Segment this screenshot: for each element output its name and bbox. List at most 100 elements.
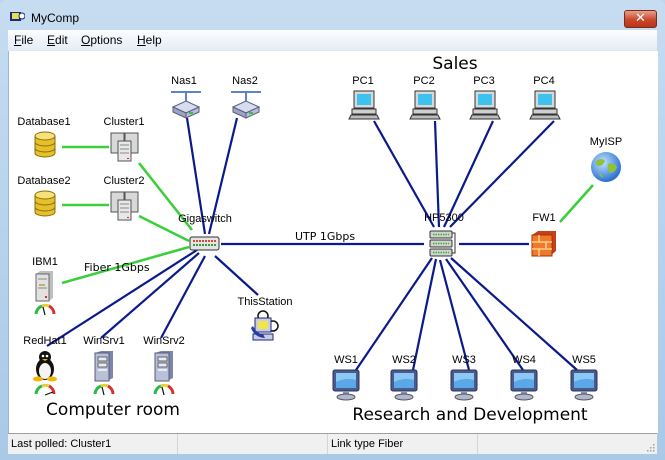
- node-label-redhat1: RedHat1: [23, 335, 67, 347]
- menu-options-label: ptions: [90, 33, 123, 47]
- nas-icon[interactable]: [169, 89, 203, 121]
- menu-edit-label: dit: [55, 33, 68, 47]
- menu-edit[interactable]: Edit: [47, 33, 68, 47]
- link-gigaswitch-winsrv1: [100, 252, 200, 339]
- node-label-cluster1: Cluster1: [103, 116, 145, 128]
- node-label-ws4: WS4: [512, 354, 536, 366]
- node-label-hp5300: HP5300: [424, 212, 464, 224]
- monitor-icon[interactable]: [389, 369, 419, 401]
- menu-file[interactable]: File: [14, 33, 33, 47]
- window-title: MyComp: [31, 11, 80, 25]
- status-pane-empty-2: [478, 434, 657, 454]
- node-label-pc1: PC1: [352, 75, 374, 87]
- link-cluster2-gigaswitch: [138, 214, 190, 243]
- node-label-database1: Database1: [17, 116, 71, 128]
- group-label-sales: Sales: [432, 54, 478, 74]
- menu-help-accel: H: [137, 33, 146, 47]
- monitor-icon[interactable]: [509, 369, 539, 401]
- node-label-pc4: PC4: [533, 75, 555, 87]
- windows-server-icon[interactable]: [91, 350, 117, 382]
- node-label-pc3: PC3: [473, 75, 495, 87]
- cluster-icon[interactable]: [109, 190, 141, 222]
- group-label-computer-room: Computer room: [46, 400, 180, 420]
- node-label-ws2: WS2: [392, 354, 416, 366]
- node-label-nas1: Nas1: [171, 75, 197, 87]
- node-label-ws3: WS3: [452, 354, 476, 366]
- database-icon[interactable]: [33, 190, 57, 218]
- pc-icon[interactable]: [469, 89, 501, 121]
- nas-icon[interactable]: [229, 89, 263, 121]
- menu-file-accel: F: [14, 33, 22, 47]
- link-gigaswitch-winsrv2: [160, 255, 206, 339]
- monitor-icon[interactable]: [331, 369, 361, 401]
- link-label-fiber: Fiber 1Gbps: [84, 261, 150, 274]
- node-label-thisstation: ThisStation: [237, 296, 293, 308]
- link-hp5300-ws5: [450, 257, 578, 371]
- monitor-icon[interactable]: [569, 369, 599, 401]
- firewall-icon[interactable]: [530, 229, 558, 259]
- status-link-type: Link type Fiber: [328, 434, 478, 454]
- pc-icon[interactable]: [348, 89, 380, 121]
- gauge-icon: [34, 303, 56, 316]
- router-stack-icon[interactable]: [428, 229, 458, 259]
- pc-icon[interactable]: [409, 89, 441, 121]
- app-icon: [10, 12, 25, 21]
- node-label-gigaswitch: Gigaswitch: [178, 213, 232, 225]
- link-label-utp: UTP 1Gbps: [295, 230, 356, 243]
- link-fw1-myisp: [559, 184, 594, 223]
- resize-grip-icon[interactable]: [645, 442, 655, 452]
- cluster-icon[interactable]: [109, 131, 141, 163]
- workstation-icon[interactable]: [249, 310, 279, 342]
- node-label-winsrv2: WinSrv2: [143, 335, 185, 347]
- node-label-pc2: PC2: [413, 75, 435, 87]
- gauge-icon: [153, 383, 175, 396]
- link-hp5300-ws3: [438, 259, 471, 371]
- menu-help-label: elp: [145, 33, 162, 47]
- links-layer: [46, 117, 594, 371]
- menu-bar: File Edit Options Help: [8, 30, 657, 51]
- status-last-polled: Last polled: Cluster1: [8, 434, 178, 454]
- node-label-ws5: WS5: [572, 354, 596, 366]
- menu-options[interactable]: Options: [81, 33, 122, 47]
- database-icon[interactable]: [33, 131, 57, 159]
- node-label-cluster2: Cluster2: [103, 175, 145, 187]
- pc-icon[interactable]: [529, 89, 561, 121]
- menu-file-label: ile: [21, 33, 34, 47]
- menu-edit-accel: E: [47, 33, 56, 47]
- title-bar: MyComp ✕: [0, 0, 665, 30]
- switch-icon[interactable]: [189, 236, 221, 252]
- gauge-icon: [34, 383, 56, 396]
- menu-options-accel: O: [81, 33, 91, 47]
- group-label-rnd: Research and Development: [352, 405, 588, 425]
- linux-penguin-icon[interactable]: [31, 350, 59, 382]
- link-pc1-hp5300: [373, 120, 435, 228]
- status-bar: Last polled: Cluster1 Link type Fiber: [8, 433, 657, 454]
- node-label-winsrv1: WinSrv1: [83, 335, 125, 347]
- link-hp5300-ws4: [445, 258, 524, 371]
- menu-help[interactable]: Help: [137, 33, 162, 47]
- server-tower-icon[interactable]: [33, 270, 55, 302]
- link-hp5300-ws2: [411, 258, 438, 371]
- link-nas2-gigaswitch: [207, 117, 239, 235]
- link-pc2-hp5300: [433, 120, 441, 228]
- link-nas1-gigaswitch: [185, 117, 207, 235]
- node-label-myisp: MyISP: [589, 136, 623, 148]
- globe-icon[interactable]: [590, 151, 622, 183]
- windows-server-icon[interactable]: [151, 350, 177, 382]
- node-label-nas2: Nas2: [232, 75, 258, 87]
- status-pane-empty: [178, 434, 328, 454]
- link-pc3-hp5300: [443, 120, 494, 228]
- link-ibm1-gigaswitch: [61, 245, 190, 285]
- link-cluster1-gigaswitch: [137, 162, 194, 231]
- link-gigaswitch-redhat1: [46, 249, 198, 347]
- close-button[interactable]: ✕: [624, 10, 657, 28]
- network-map-canvas[interactable]: Sales Computer room Research and Develop…: [8, 51, 658, 433]
- link-pc4-hp5300: [449, 120, 555, 228]
- node-label-ws1: WS1: [334, 354, 358, 366]
- link-gigaswitch-thisstation: [214, 255, 259, 296]
- link-hp5300-ws1: [355, 257, 433, 371]
- node-label-database2: Database2: [17, 175, 71, 187]
- gauge-icon: [93, 383, 115, 396]
- monitor-icon[interactable]: [449, 369, 479, 401]
